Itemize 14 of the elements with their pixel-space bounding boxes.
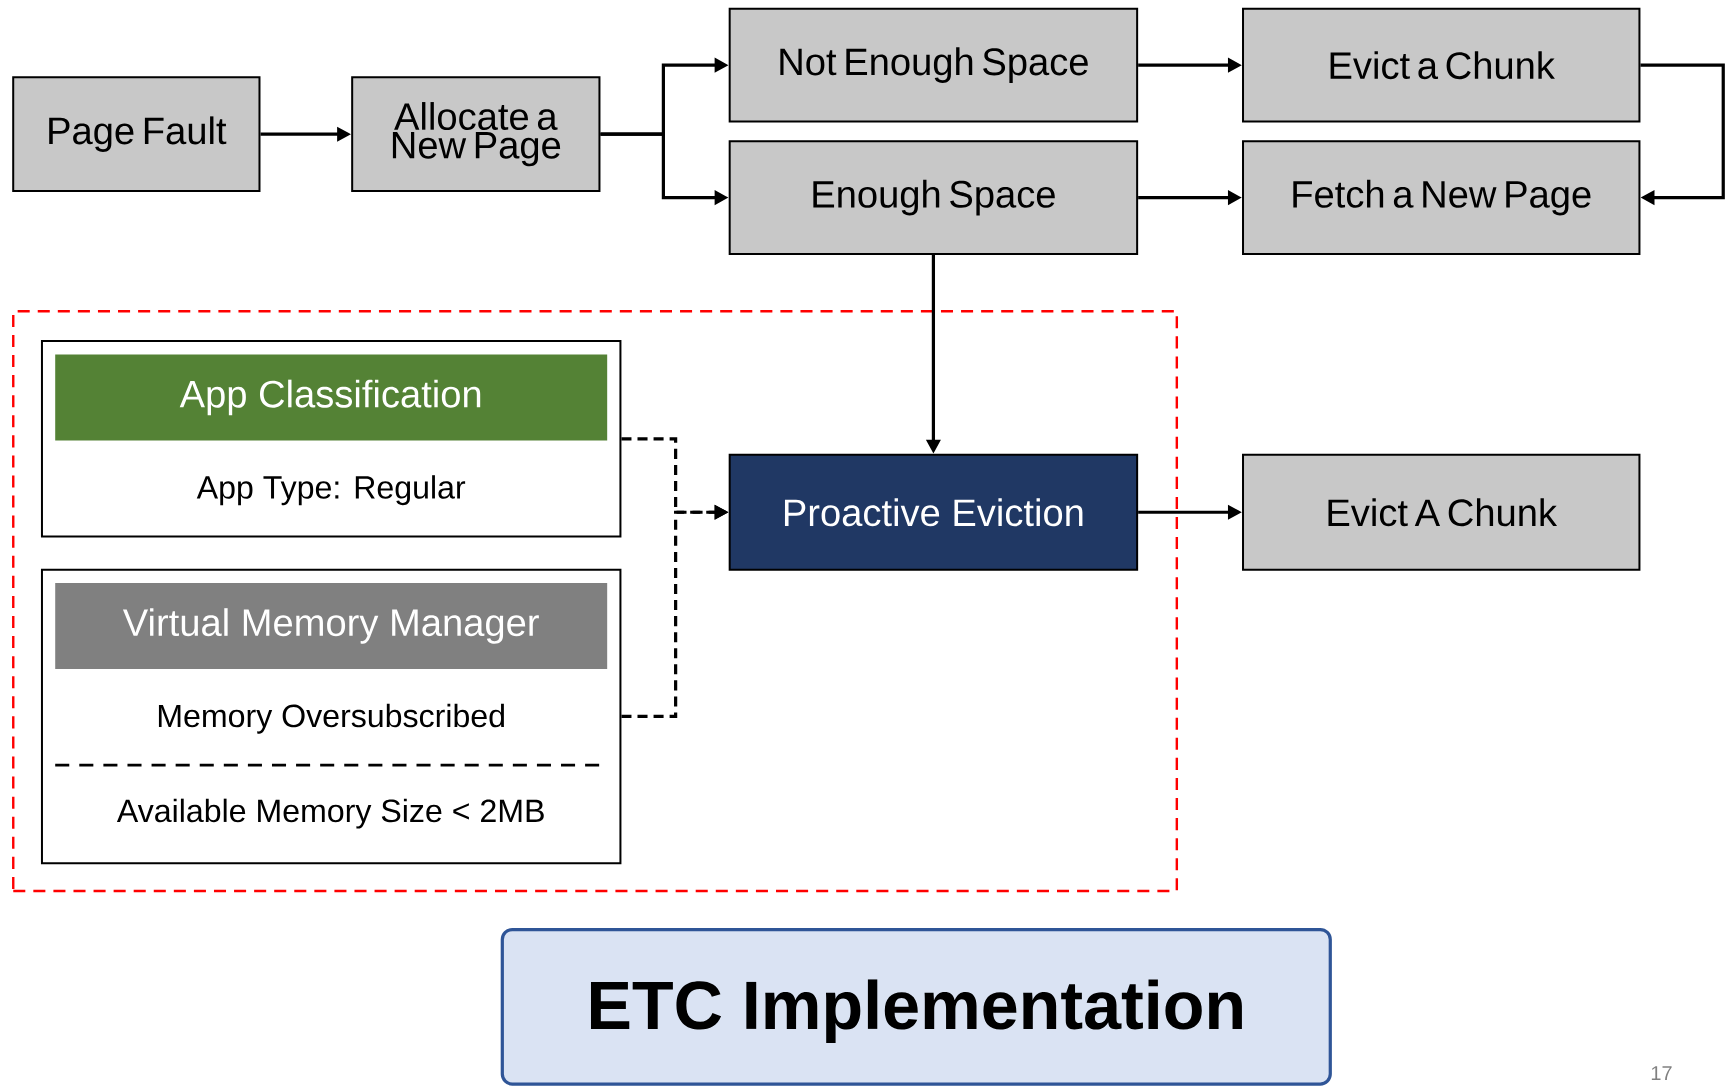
- process-box: Proactive Eviction: [728, 454, 1139, 571]
- component-panel: Virtual Memory Manager Memory Oversubscribed Available Memory Size < 2MB: [40, 568, 622, 865]
- process-box: Fetch a New Page: [1242, 140, 1641, 256]
- process-box: Not Enough Space: [728, 8, 1139, 123]
- title-box: ETC Implementation: [500, 928, 1332, 1086]
- arrow: [1640, 63, 1725, 206]
- component-panel: App Classification App Type: Regular: [40, 340, 622, 538]
- process-box: Evict a Chunk: [1242, 8, 1641, 123]
- process-box: Page Fault: [12, 76, 261, 193]
- process-box: Enough Space: [728, 140, 1139, 256]
- process-box: Allocate a New Page: [351, 76, 601, 193]
- page-number: 17: [1651, 1066, 1672, 1081]
- process-box: Evict A Chunk: [1242, 454, 1641, 571]
- dashed-region: [12, 310, 1179, 893]
